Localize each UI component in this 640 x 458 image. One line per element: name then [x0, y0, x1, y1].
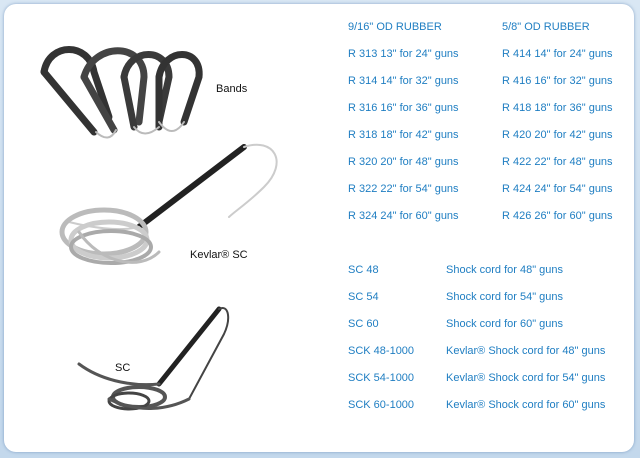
shock-cord-code: SC 48 — [348, 264, 379, 276]
shock-cord-code: SC 54 — [348, 291, 379, 303]
rubber-right-item: R 426 26" for 60" guns — [502, 210, 613, 222]
rubber-right-item: R 416 16" for 32" guns — [502, 75, 613, 87]
rubber-left-item: R 322 22" for 54" guns — [348, 183, 459, 195]
shock-cord-code: SCK 54-1000 — [348, 372, 415, 384]
shock-cord-desc: Shock cord for 54" guns — [446, 291, 564, 303]
shock-cord-desc: Shock cord for 48" guns — [446, 264, 564, 276]
sc-image — [77, 306, 230, 411]
kevlar-sc-label: Kevlar® SC — [190, 249, 248, 261]
rubber-left-item: R 318 18" for 42" guns — [348, 129, 459, 141]
shock-cord-desc: Shock cord for 60" guns — [446, 318, 564, 330]
rubber-left-item: R 320 20" for 48" guns — [348, 156, 459, 168]
shock-cord-desc: Kevlar® Shock cord for 60" guns — [446, 399, 606, 411]
shock-cord-code: SCK 60-1000 — [348, 399, 415, 411]
shock-cord-code: SC 60 — [348, 318, 379, 330]
rubber-right-item: R 414 14" for 24" guns — [502, 48, 613, 60]
rubber-left-item: R 316 16" for 36" guns — [348, 102, 459, 114]
rubber-right-item: R 420 20" for 42" guns — [502, 129, 613, 141]
shock-cord-code: SCK 48-1000 — [348, 345, 415, 357]
kevlar-sc-image — [59, 143, 278, 265]
shock-cord-desc: Kevlar® Shock cord for 48" guns — [446, 345, 606, 357]
rubber-left-item: R 324 24" for 60" guns — [348, 210, 459, 222]
bands-label: Bands — [216, 83, 248, 95]
rubber-left-header: 9/16" OD RUBBER — [348, 21, 442, 33]
shock-cord-desc: Kevlar® Shock cord for 54" guns — [446, 372, 606, 384]
rubber-left-item: R 313 13" for 24" guns — [348, 48, 459, 60]
rubber-right-header: 5/8" OD RUBBER — [502, 21, 590, 33]
rubber-right-item: R 422 22" for 48" guns — [502, 156, 613, 168]
sc-label: SC — [115, 362, 131, 374]
bands-image — [40, 46, 203, 139]
rubber-left-item: R 314 14" for 32" guns — [348, 75, 459, 87]
rubber-right-item: R 424 24" for 54" guns — [502, 183, 613, 195]
product-panel: Bands Kevlar® SC SC 9/16" OD RUBBER 5/8"… — [4, 4, 634, 452]
rubber-right-item: R 418 18" for 36" guns — [502, 102, 613, 114]
